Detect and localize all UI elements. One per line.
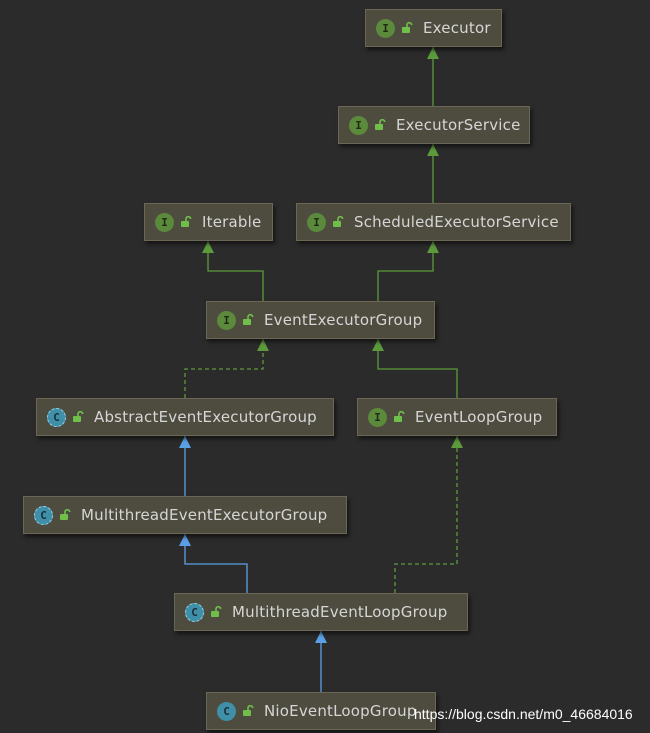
watermark-text: https://blog.csdn.net/m0_46684016 xyxy=(414,706,633,722)
unlocked-icon xyxy=(243,705,254,716)
unlocked-icon xyxy=(243,314,254,325)
node-multithread-event-executor-group[interactable]: C MultithreadEventExecutorGroup xyxy=(23,496,347,534)
node-label: Executor xyxy=(423,19,491,37)
arrowhead xyxy=(427,144,439,156)
node-label: EventExecutorGroup xyxy=(264,311,423,329)
arrowhead xyxy=(179,534,191,546)
arrowhead xyxy=(372,339,384,351)
unlocked-icon xyxy=(181,216,192,227)
unlocked-icon xyxy=(394,411,405,422)
node-multithread-event-loop-group[interactable]: C MultithreadEventLoopGroup xyxy=(174,593,468,631)
arrowhead xyxy=(451,436,463,448)
node-label: Iterable xyxy=(202,213,262,231)
arrowhead xyxy=(427,241,439,253)
node-event-loop-group[interactable]: I EventLoopGroup xyxy=(357,398,557,436)
edge-multithread-event-executor-group-to-abstract-event-executor-group xyxy=(179,436,191,496)
arrowhead xyxy=(257,339,269,351)
node-event-executor-group[interactable]: I EventExecutorGroup xyxy=(206,301,435,339)
unlocked-icon xyxy=(73,411,84,422)
unlocked-icon xyxy=(402,22,413,33)
abstract-class-icon: C xyxy=(34,505,53,525)
edge-event-executor-group-to-scheduled-executor-service xyxy=(377,241,439,301)
interface-icon: I xyxy=(368,407,387,427)
node-abstract-event-executor-group[interactable]: C AbstractEventExecutorGroup xyxy=(36,398,334,436)
edge-multithread-event-loop-group-to-event-loop-group xyxy=(394,436,463,593)
node-label: EventLoopGroup xyxy=(415,408,543,426)
node-label: ScheduledExecutorService xyxy=(354,213,559,231)
arrowhead xyxy=(202,241,214,253)
class-icon: C xyxy=(217,701,236,721)
edge-event-loop-group-to-event-executor-group xyxy=(372,339,458,398)
arrowhead xyxy=(315,631,327,643)
node-label: AbstractEventExecutorGroup xyxy=(94,408,317,426)
unlocked-icon xyxy=(60,509,71,520)
node-label: NioEventLoopGroup xyxy=(264,702,417,720)
node-scheduled-executor-service[interactable]: I ScheduledExecutorService xyxy=(296,203,571,241)
node-label: ExecutorService xyxy=(396,116,521,134)
edge-executor-service-to-executor xyxy=(427,47,439,106)
node-iterable[interactable]: I Iterable xyxy=(144,203,273,241)
interface-icon: I xyxy=(155,212,174,232)
edge-nio-event-loop-group-to-multithread-event-loop-group xyxy=(315,631,327,692)
unlocked-icon xyxy=(211,606,222,617)
abstract-class-icon: C xyxy=(185,602,204,622)
node-label: MultithreadEventExecutorGroup xyxy=(81,506,328,524)
interface-icon: I xyxy=(307,212,326,232)
node-executor-service[interactable]: I ExecutorService xyxy=(338,106,530,144)
unlocked-icon xyxy=(333,216,344,227)
arrowhead xyxy=(427,47,439,59)
abstract-class-icon: C xyxy=(47,407,66,427)
interface-icon: I xyxy=(376,18,395,38)
node-executor[interactable]: I Executor xyxy=(365,9,502,47)
edge-abstract-event-executor-group-to-event-executor-group xyxy=(184,339,269,398)
interface-icon: I xyxy=(217,310,236,330)
interface-icon: I xyxy=(349,115,368,135)
node-nio-event-loop-group[interactable]: C NioEventLoopGroup xyxy=(206,692,436,730)
node-label: MultithreadEventLoopGroup xyxy=(232,603,448,621)
arrowhead xyxy=(179,436,191,448)
edge-event-executor-group-to-iterable xyxy=(202,241,264,301)
edge-multithread-event-loop-group-to-multithread-event-executor-group xyxy=(179,534,248,593)
edge-scheduled-executor-service-to-executor-service xyxy=(427,144,439,203)
unlocked-icon xyxy=(375,119,386,130)
